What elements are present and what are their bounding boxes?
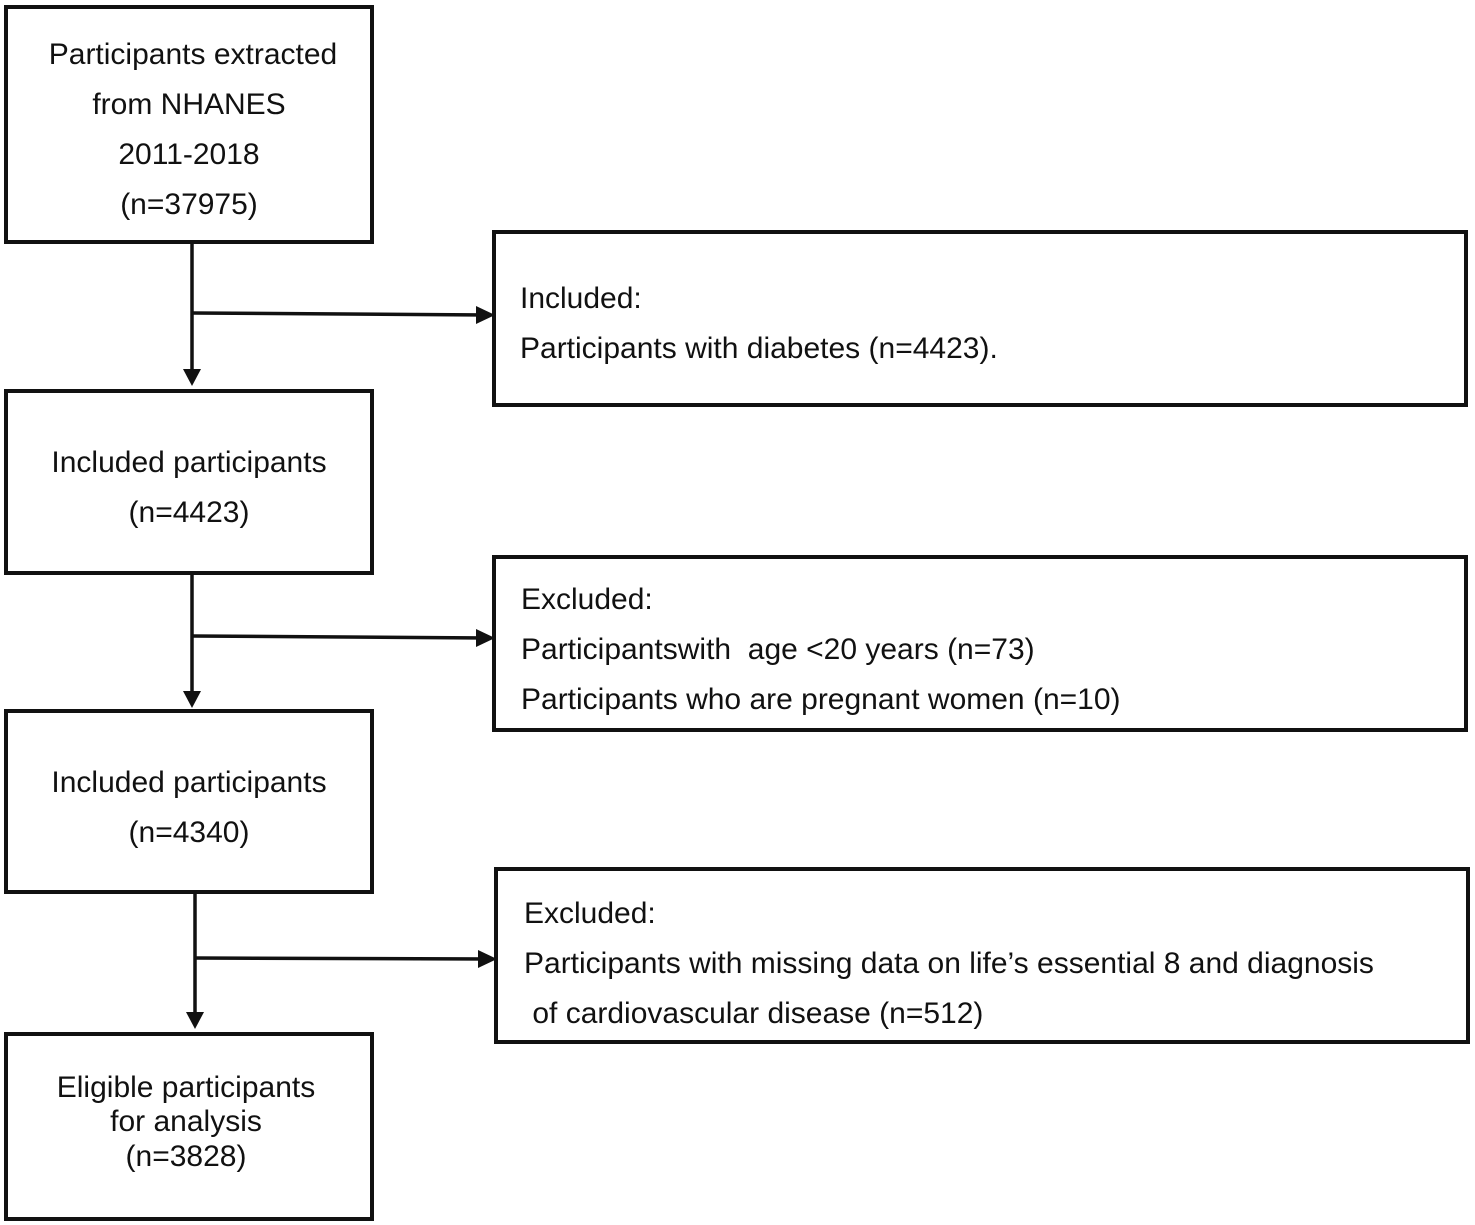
inclusion-criteria-box: Included: Participants with diabetes (n=… [492,230,1468,407]
box-text-line: Included participants [51,446,327,479]
branch-arrow-exclusion-2 [194,956,491,961]
arrowhead-2 [183,691,201,708]
criteria-item: Participants with missing data on life’s… [524,947,1374,980]
box-text-line: Participants extracted [48,38,338,71]
exclusion-criteria-box-2: Excluded: Participants with missing data… [494,867,1470,1044]
included-participants-box-2: Included participants (n=4340) [4,709,374,894]
participant-count: (n=4423) [128,496,250,529]
box-text-line: Eligible participants [56,1071,316,1104]
criteria-heading: Excluded: [521,583,653,616]
branch-arrow-exclusion-1 [191,634,489,640]
arrowhead-1 [183,369,201,386]
box-text-line: for analysis [110,1105,262,1138]
participant-count: (n=4340) [128,816,250,849]
criteria-heading: Excluded: [524,897,656,930]
participant-count: (n=3828) [125,1140,247,1173]
criteria-item: Participants who are pregnant women (n=1… [521,683,1121,716]
criteria-item: Participants with diabetes (n=4423). [520,332,998,365]
box-text-line: 2011-2018 [118,138,260,171]
participant-count: (n=37975) [120,188,258,221]
eligible-participants-box: Eligible participants for analysis (n=38… [4,1032,374,1221]
criteria-heading: Included: [520,282,642,315]
criteria-item: of cardiovascular disease (n=512) [524,997,984,1030]
box-text-line: Included participants [51,766,327,799]
arrowhead-3 [186,1012,204,1029]
exclusion-criteria-box-1: Excluded: Participantswith age <20 years… [492,555,1468,732]
box-text-line: from NHANES [92,88,286,121]
branch-arrow-inclusion [191,311,489,317]
criteria-item: Participantswith age <20 years (n=73) [521,633,1035,666]
included-participants-box-1: Included participants (n=4423) [4,389,374,575]
extracted-participants-box: Participants extracted from NHANES 2011-… [4,5,374,244]
